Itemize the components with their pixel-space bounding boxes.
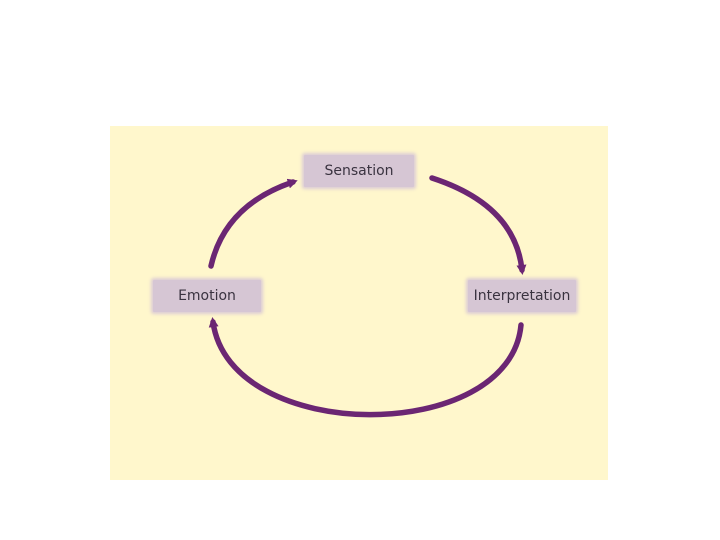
arrow-sensation-to-interpretation: [429, 175, 527, 275]
node-interpretation: Interpretation: [468, 280, 576, 312]
node-sensation-label: Sensation: [324, 163, 394, 179]
node-sensation: Sensation: [304, 155, 414, 187]
node-emotion: Emotion: [153, 280, 261, 312]
arrow-interpretation-to-emotion: [208, 317, 524, 418]
node-interpretation-label: Interpretation: [473, 288, 571, 304]
node-emotion-label: Emotion: [178, 288, 236, 304]
arrow-emotion-to-sensation: [208, 178, 298, 269]
